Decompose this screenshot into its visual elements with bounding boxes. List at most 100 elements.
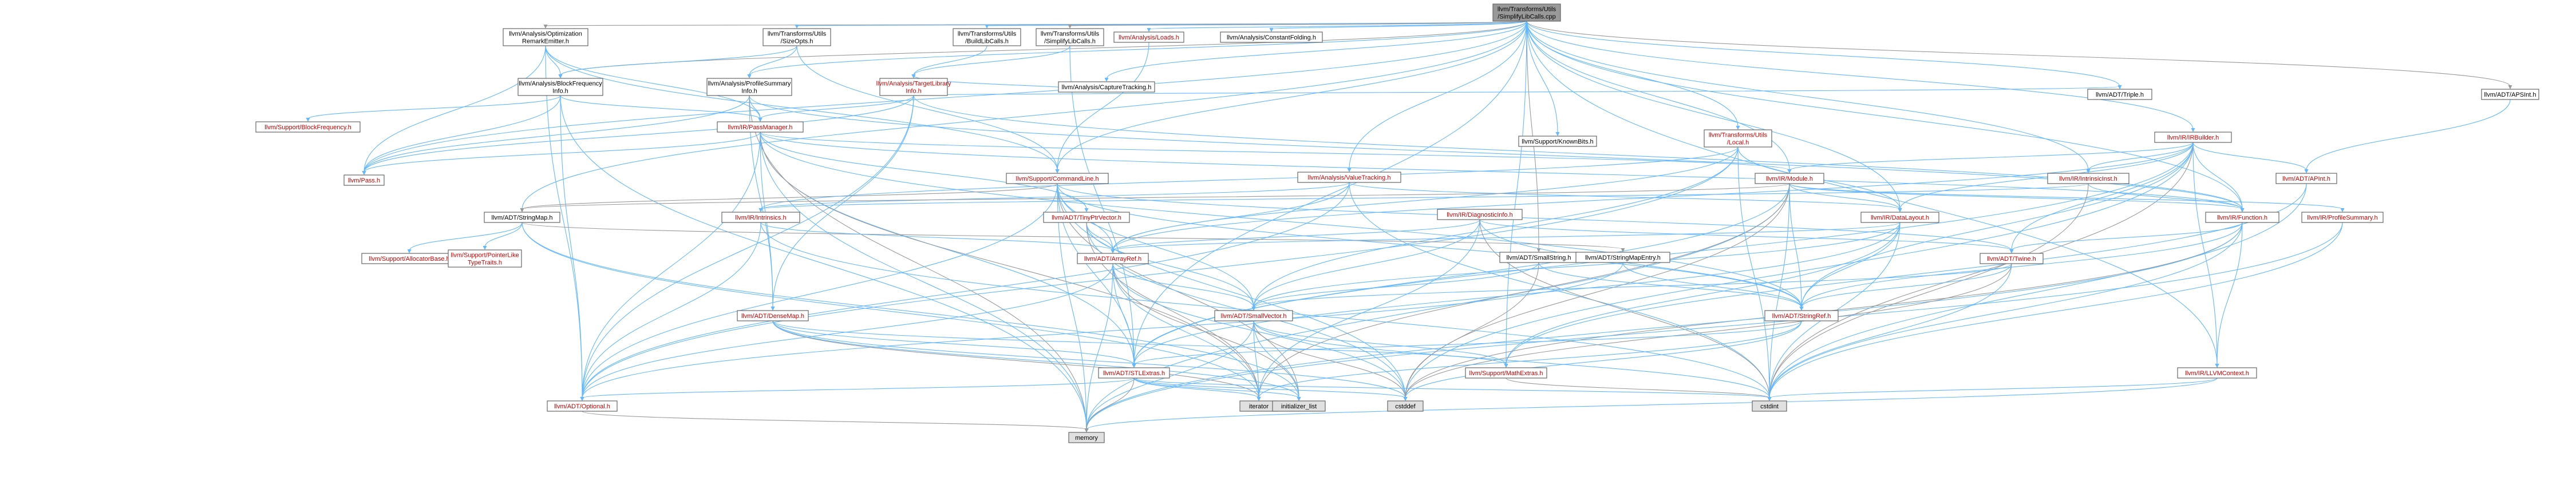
node-loads[interactable]: llvm/Analysis/Loads.h xyxy=(1113,31,1184,43)
node-profsum[interactable]: llvm/IR/ProfileSummary.h xyxy=(2301,212,2384,223)
node-cstddef: cstddef xyxy=(1387,400,1424,412)
node-passmgr[interactable]: llvm/IR/PassManager.h xyxy=(717,121,804,133)
node-optional[interactable]: llvm/ADT/Optional.h xyxy=(547,400,618,412)
arrowhead-optional-to-memory xyxy=(1084,428,1089,432)
edge-diaginfo-to-smallvector xyxy=(1253,219,1480,308)
edge-smallvector-to-cstddef xyxy=(1253,320,1406,399)
node-label-tli-1: Info.h xyxy=(906,88,922,95)
node-simplifylib_h[interactable]: llvm/Transforms/Utils/SimplifyLibCalls.h xyxy=(1036,28,1104,46)
node-captrack[interactable]: llvm/Analysis/CaptureTracking.h xyxy=(1058,81,1155,93)
arrowhead-root-to-loads xyxy=(1147,28,1151,32)
node-label-psi-1: Info.h xyxy=(741,88,757,95)
node-smallvector[interactable]: llvm/ADT/SmallVector.h xyxy=(1214,310,1293,321)
node-diaginfo[interactable]: llvm/IR/DiagnosticInfo.h xyxy=(1437,209,1523,220)
node-arrayref[interactable]: llvm/ADT/ArrayRef.h xyxy=(1077,253,1149,264)
edge-loads-to-cmdline xyxy=(1057,42,1149,171)
edge-stringmapentry-to-optional xyxy=(582,262,1623,399)
edge-mathextras-to-cstdint xyxy=(1506,377,1770,399)
node-sizeopts[interactable]: llvm/Transforms/Utils/SizeOpts.h xyxy=(762,28,831,46)
edge-cmdline-to-twine xyxy=(1057,183,2012,251)
arrowhead-datalayout-to-arrayref xyxy=(1111,249,1115,253)
node-knownbits[interactable]: llvm/Support/KnownBits.h xyxy=(1518,136,1597,147)
node-allocbase[interactable]: llvm/Support/AllocatorBase.h xyxy=(361,253,457,264)
edge-twine-to-cstddef xyxy=(1405,263,2012,399)
node-densemap[interactable]: llvm/ADT/DenseMap.h xyxy=(737,310,809,321)
arrowhead-sizeopts-to-bfi xyxy=(558,74,563,78)
node-label-stlextras: llvm/ADT/STLExtras.h xyxy=(1103,370,1165,377)
node-local[interactable]: llvm/Transforms/Utils/Local.h xyxy=(1704,129,1772,148)
node-buildlib[interactable]: llvm/Transforms/Utils/BuildLibCalls.h xyxy=(953,28,1021,46)
node-label-valtrack: llvm/Analysis/ValueTracking.h xyxy=(1308,174,1391,181)
node-datalayout[interactable]: llvm/IR/DataLayout.h xyxy=(1860,212,1939,223)
edge-layer xyxy=(306,21,2512,432)
node-llvmctx[interactable]: llvm/IR/LLVMContext.h xyxy=(2177,367,2257,379)
node-cmdline[interactable]: llvm/Support/CommandLine.h xyxy=(1006,173,1109,184)
node-tinyptr[interactable]: llvm/ADT/TinyPtrVector.h xyxy=(1043,212,1130,223)
node-box-intrinsicinst xyxy=(2047,173,2129,184)
node-triple[interactable]: llvm/ADT/Triple.h xyxy=(2087,89,2152,100)
edge-optional-to-memory xyxy=(582,411,1087,430)
node-label-cstdint: cstdint xyxy=(1760,403,1779,410)
node-pass[interactable]: llvm/Pass.h xyxy=(343,174,385,186)
node-box-stringmapentry xyxy=(1575,252,1670,263)
arrowhead-stlextras-to-optional xyxy=(580,397,584,401)
node-valtrack[interactable]: llvm/Analysis/ValueTracking.h xyxy=(1297,172,1401,183)
node-intrinsicinst[interactable]: llvm/IR/IntrinsicInst.h xyxy=(2047,173,2129,184)
node-twine[interactable]: llvm/ADT/Twine.h xyxy=(1980,253,2044,264)
edge-bfi-to-optional xyxy=(560,95,583,399)
edge-sizeopts-to-psi xyxy=(749,45,797,76)
node-mathextras[interactable]: llvm/Support/MathExtras.h xyxy=(1465,367,1547,379)
edge-root-to-function xyxy=(1526,21,2243,210)
node-function[interactable]: llvm/IR/Function.h xyxy=(2205,212,2279,223)
edge-module-to-stringmap xyxy=(521,183,1790,210)
edge-arrayref-to-cstddef xyxy=(1112,263,1406,399)
node-irbuilder[interactable]: llvm/IR/IRBuilder.h xyxy=(2154,132,2232,143)
edge-root-to-valtrack xyxy=(1349,21,1527,170)
node-apsint[interactable]: llvm/ADT/APSInt.h xyxy=(2481,89,2539,100)
node-intrinsics[interactable]: llvm/IR/Intrinsics.h xyxy=(721,212,800,223)
edge-root-to-llvmctx xyxy=(1526,21,2218,365)
edge-module-to-function xyxy=(1789,183,2243,210)
node-smallstring[interactable]: llvm/ADT/SmallString.h xyxy=(1499,252,1578,263)
node-stringmapentry[interactable]: llvm/ADT/StringMapEntry.h xyxy=(1575,252,1670,263)
edge-module-to-memory xyxy=(1086,183,1790,430)
edge-stringref-to-cstddef xyxy=(1405,320,1802,399)
node-stringmap[interactable]: llvm/ADT/StringMap.h xyxy=(484,212,560,223)
node-support_bf[interactable]: llvm/Support/BlockFrequency.h xyxy=(255,121,361,133)
arrowhead-smallvector-to-mathextras xyxy=(1504,364,1508,368)
edge-root-to-knownbits xyxy=(1526,21,1558,134)
edge-cmdline-to-stringmap xyxy=(521,183,1058,210)
node-constfold[interactable]: llvm/Analysis/ConstantFolding.h xyxy=(1220,31,1323,43)
edge-smallstring-to-cstddef xyxy=(1405,262,1539,399)
edge-module-to-stlextras xyxy=(1133,183,1790,365)
node-box-irbuilder xyxy=(2154,132,2232,143)
node-apint[interactable]: llvm/ADT/APInt.h xyxy=(2275,173,2337,184)
arrowhead-root-to-irbuilder xyxy=(2191,128,2195,132)
node-label-apint: llvm/ADT/APInt.h xyxy=(2282,176,2330,182)
edge-densemap-to-cstddef xyxy=(772,320,1406,399)
edge-ore-to-cmdline xyxy=(545,45,1058,171)
edge-local-to-optional xyxy=(582,146,1739,399)
edge-tli-to-triple xyxy=(913,86,2120,96)
node-stringref[interactable]: llvm/ADT/StringRef.h xyxy=(1764,310,1839,321)
edge-stringmapentry-to-stringref xyxy=(1622,262,1802,308)
node-box-datalayout xyxy=(1860,212,1939,223)
edge-smallstring-to-smallvector xyxy=(1253,262,1539,308)
edge-function-to-stringref xyxy=(1801,222,2243,308)
edge-tli-to-function xyxy=(913,95,2243,210)
edge-module-to-datalayout xyxy=(1789,183,1901,210)
node-stlextras[interactable]: llvm/ADT/STLExtras.h xyxy=(1098,367,1170,379)
node-label-ore-1: RemarkEmitter.h xyxy=(522,38,569,45)
node-module[interactable]: llvm/IR/Module.h xyxy=(1755,173,1824,184)
node-label-ore-0: llvm/Analysis/Optimization xyxy=(509,31,582,38)
node-box-stringref xyxy=(1764,310,1839,321)
edge-apint-to-mathextras xyxy=(1506,183,2307,365)
node-ore[interactable]: llvm/Analysis/OptimizationRemarkEmitter.… xyxy=(503,28,588,46)
node-label-bfi-0: llvm/Analysis/BlockFrequency xyxy=(519,81,602,88)
edge-diaginfo-to-iterator xyxy=(1258,219,1480,399)
